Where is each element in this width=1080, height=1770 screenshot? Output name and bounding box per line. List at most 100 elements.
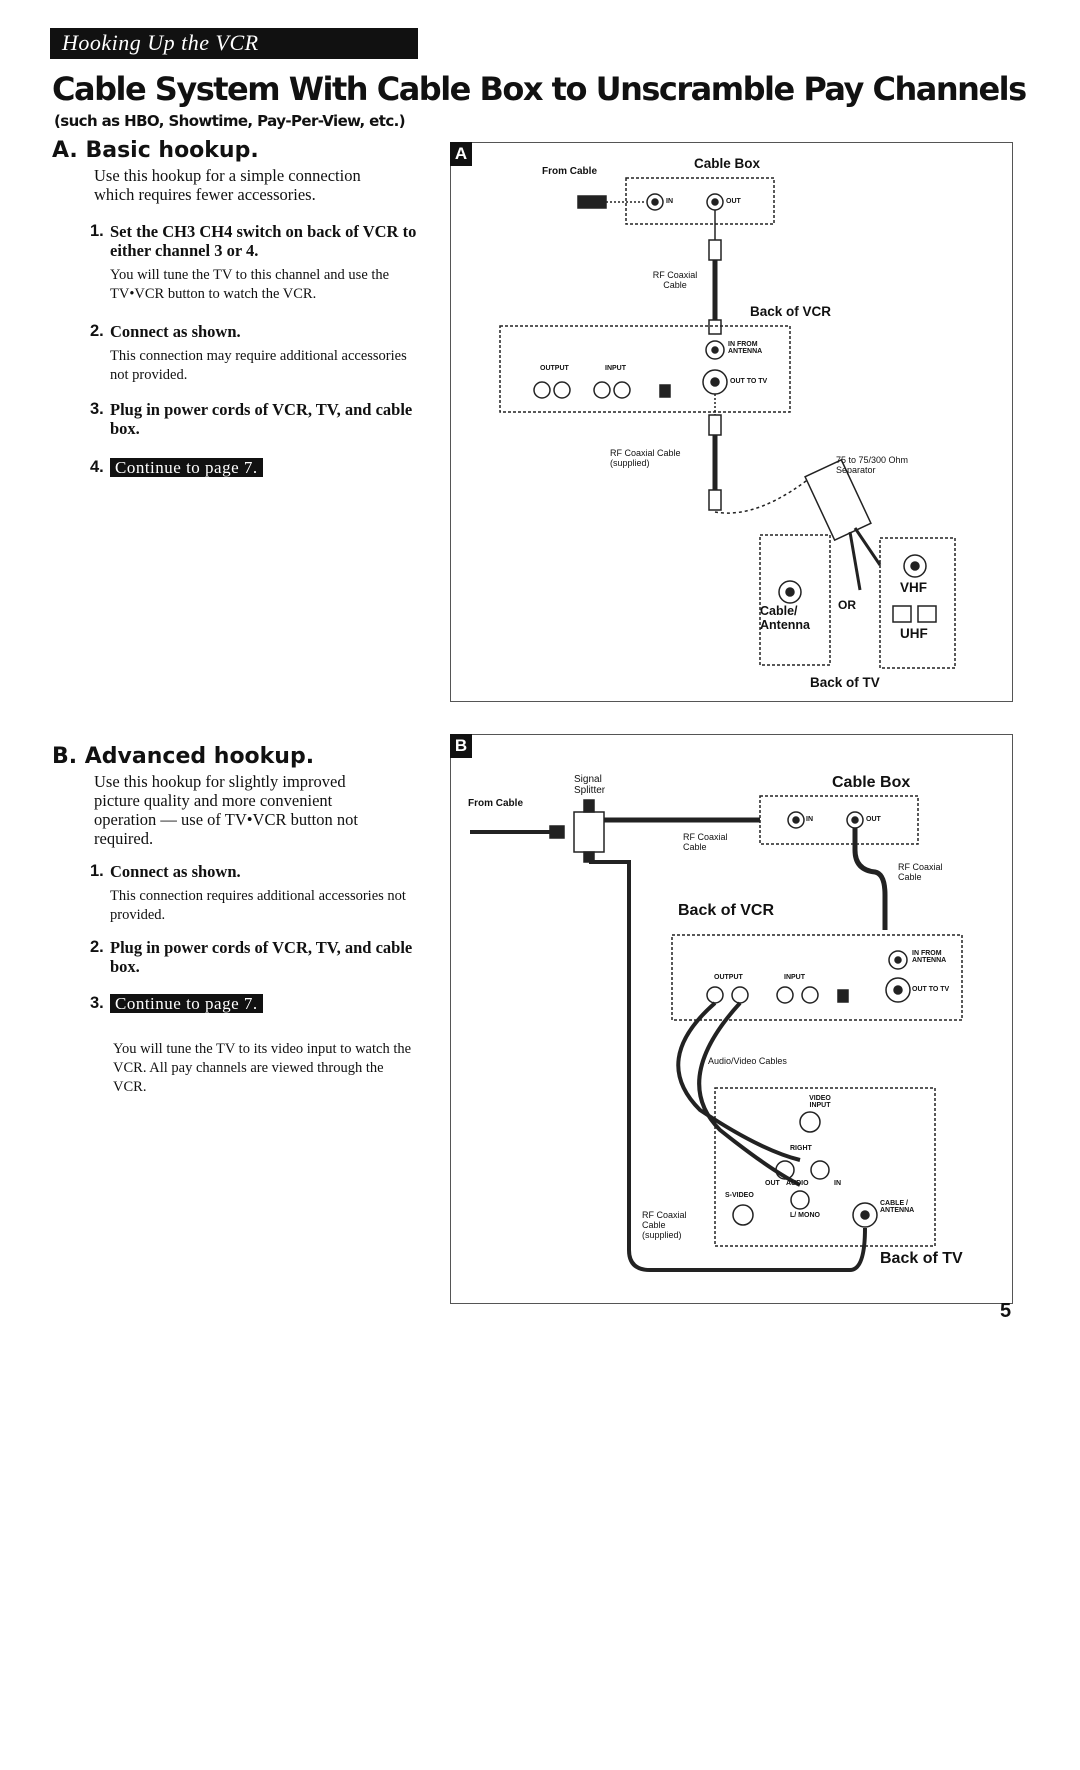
- page-title: Cable System With Cable Box to Unscrambl…: [52, 70, 1027, 108]
- s-video-label: S-VIDEO: [725, 1192, 754, 1199]
- audio-in-jack: [593, 381, 611, 399]
- vhf-label: VHF: [900, 580, 927, 595]
- out-label-b: OUT: [866, 816, 881, 823]
- rf-coaxial-label-b1: RF Coaxial Cable: [683, 832, 728, 852]
- step-note: This connection requires additional acce…: [110, 888, 406, 923]
- vcr-in-from-antenna-b: [888, 950, 908, 970]
- out-label-a: OUT: [726, 198, 741, 205]
- step-note: This connection may require additional a…: [110, 348, 407, 383]
- coax-port-in-a: [646, 193, 664, 211]
- step-number: 3.: [90, 400, 104, 418]
- cable-antenna-label-a: Cable/ Antenna: [760, 604, 810, 632]
- diagram-b-frame: [450, 734, 1013, 1304]
- step-text: Connect as shown.: [110, 862, 241, 881]
- coax-plug-a1: [708, 239, 722, 261]
- rf-coaxial-label-a: RF Coaxial Cable: [652, 270, 698, 290]
- tv-s-video-jack: [732, 1204, 754, 1226]
- coax-port-in-b: [787, 811, 805, 829]
- from-cable-label-a: From Cable: [542, 166, 598, 177]
- vcr-back-a: [499, 325, 791, 413]
- cable-box-label-b: Cable Box: [832, 774, 911, 791]
- out-to-tv-label-b: OUT TO TV: [912, 986, 950, 993]
- out-to-tv-label-a: OUT TO TV: [730, 378, 768, 385]
- cable-connector-a: [577, 195, 607, 209]
- continue-link[interactable]: Continue to page 7.: [110, 458, 263, 477]
- rf-coaxial-label-b2: RF Coaxial Cable: [898, 862, 943, 882]
- cable-antenna-label-b: CABLE / ANTENNA: [880, 1200, 915, 1214]
- av-cables-label: Audio/Video Cables: [708, 1056, 787, 1066]
- input-label-a: INPUT: [605, 365, 626, 372]
- output-label-a: OUTPUT: [540, 365, 569, 372]
- video-out-jack: [553, 381, 571, 399]
- rf-coaxial-supplied-label-a: RF Coaxial Cable (supplied): [610, 448, 681, 468]
- separator-label: 75 to 75/300 Ohm Separator: [836, 455, 909, 475]
- section-b-footnote: You will tune the TV to its video input …: [113, 1041, 412, 1095]
- step-number: 1.: [90, 222, 104, 240]
- in-label-a: IN: [666, 198, 673, 205]
- audio-out-jack: [533, 381, 551, 399]
- in-label-tv-b: IN: [834, 1180, 841, 1187]
- input-label-b: INPUT: [784, 974, 805, 981]
- section-header-bar: Hooking Up the VCR: [50, 28, 418, 59]
- tv-vhf-jack: [903, 554, 927, 578]
- av-cable-1: [676, 1001, 801, 1162]
- continue-link[interactable]: Continue to page 7.: [110, 994, 263, 1013]
- step-number: 2.: [90, 938, 104, 956]
- diagram-a-label: A: [450, 142, 472, 166]
- in-from-antenna-label-a: IN FROM ANTENNA: [728, 341, 763, 355]
- back-of-tv-label-a: Back of TV: [810, 675, 880, 690]
- tv-back-panel-1: [759, 534, 831, 666]
- step-text: Set the CH3 CH4 switch on back of VCR to…: [110, 222, 417, 260]
- tv-cable-antenna-jack-b: [852, 1202, 878, 1228]
- step-b1: 1. Connect as shown. This connection req…: [90, 862, 420, 925]
- step-a3: 3. Plug in power cords of VCR, TV, and c…: [90, 400, 420, 438]
- step-a2: 2. Connect as shown. This connection may…: [90, 322, 420, 385]
- ch3-ch4-switch: [659, 384, 671, 398]
- separator-a: [804, 458, 872, 542]
- tv-uhf-terminal-2: [917, 605, 937, 623]
- signal-splitter-label: Signal Splitter: [574, 774, 606, 796]
- video-input-label: VIDEO INPUT: [809, 1095, 831, 1109]
- or-label: OR: [838, 598, 856, 612]
- signal-splitter: [573, 811, 605, 853]
- page-number: 5: [1000, 1300, 1012, 1322]
- tv-back-b: [714, 1087, 936, 1247]
- step-number: 3.: [90, 994, 104, 1012]
- rf-coax-supplied-b: [589, 860, 867, 1272]
- back-of-vcr-label-b: Back of VCR: [678, 902, 775, 919]
- tv-cable-antenna-jack: [778, 580, 802, 604]
- tv-video-input-jack: [799, 1111, 821, 1133]
- l-mono-label: L/ MONO: [790, 1212, 820, 1219]
- cable-box-a: [625, 177, 775, 225]
- video-in-jack: [613, 381, 631, 399]
- from-cable-label-b: From Cable: [468, 798, 524, 809]
- step-number: 1.: [90, 862, 104, 880]
- step-a1: 1. Set the CH3 CH4 switch on back of VCR…: [90, 222, 420, 304]
- cable-box-label-a: Cable Box: [694, 156, 761, 171]
- step-b3: 3. Continue to page 7.: [90, 994, 420, 1013]
- tv-back-panel-2: [879, 537, 956, 669]
- vcr-back-b: [671, 934, 963, 1021]
- step-number: 4.: [90, 458, 104, 476]
- in-label-b: IN: [806, 816, 813, 823]
- step-number: 2.: [90, 322, 104, 340]
- tv-uhf-terminal-1: [892, 605, 912, 623]
- out-label-tv-b: OUT: [765, 1180, 780, 1187]
- page-subtitle: (such as HBO, Showtime, Pay-Per-View, et…: [54, 112, 406, 130]
- vcr-in-from-antenna-a: [705, 340, 725, 360]
- section-b-intro: Use this hookup for slightly improved pi…: [94, 772, 358, 848]
- right-label: RIGHT: [790, 1145, 812, 1152]
- section-header-text: Hooking Up the VCR: [62, 30, 259, 55]
- back-of-vcr-label-a: Back of VCR: [750, 304, 832, 319]
- step-text: Plug in power cords of VCR, TV, and cabl…: [110, 400, 413, 438]
- step-b2: 2. Plug in power cords of VCR, TV, and c…: [90, 938, 420, 976]
- audio-label: AUDIO: [786, 1180, 809, 1187]
- vcr-out-to-tv-b: [885, 977, 911, 1003]
- output-label-b: OUTPUT: [714, 974, 743, 981]
- back-of-tv-label-b: Back of TV: [880, 1250, 963, 1267]
- diagram-b-label: B: [450, 734, 472, 758]
- step-a4: 4. Continue to page 7.: [90, 458, 420, 477]
- section-b-heading: B. Advanced hookup.: [52, 744, 315, 769]
- step-note: You will tune the TV to this channel and…: [110, 267, 390, 302]
